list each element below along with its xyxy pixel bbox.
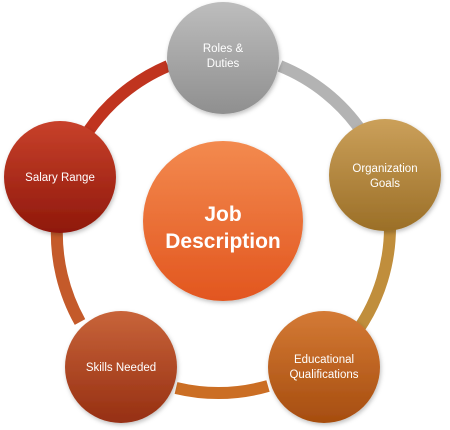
ring-segment-org-edu: [353, 224, 397, 334]
node-organization-goals-label-line2: Goals: [370, 178, 400, 190]
node-educational-qualifications-label-line2: Qualifications: [289, 369, 358, 381]
node-organization-goals-label-line1: Organization: [352, 163, 417, 175]
node-roles-duties-circle: [167, 2, 279, 114]
node-skills-needed-label: Skills Needed: [86, 362, 156, 374]
node-skills-needed-circle: [65, 311, 177, 423]
node-roles-duties-label-line2: Duties: [207, 58, 240, 70]
ring-segment-skills-salary: [50, 224, 86, 325]
center-title-line2: Description: [165, 230, 281, 253]
node-roles-duties-label-line1: Roles &: [203, 43, 244, 55]
node-skills-needed: Skills Needed: [65, 311, 177, 423]
ring-segment-salary-roles: [78, 60, 171, 142]
node-educational-qualifications-label-line1: Educational: [294, 354, 354, 366]
node-salary-range-label: Salary Range: [25, 172, 95, 184]
ring-segment-edu-skills: [174, 380, 270, 399]
center-circle: [143, 141, 303, 301]
node-salary-range-circle: [4, 121, 116, 233]
node-educational-qualifications: Educational Qualifications: [268, 311, 380, 423]
node-educational-qualifications-circle: [268, 311, 380, 423]
center-node: Job Description: [143, 141, 303, 301]
node-roles-duties: Roles & Duties: [167, 2, 279, 114]
node-organization-goals-circle: [329, 119, 441, 231]
ring-segment-roles-org: [277, 60, 367, 136]
node-salary-range: Salary Range: [4, 121, 116, 233]
center-title-line1: Job: [204, 203, 241, 226]
ring: [50, 60, 397, 399]
node-organization-goals: Organization Goals: [329, 119, 441, 231]
